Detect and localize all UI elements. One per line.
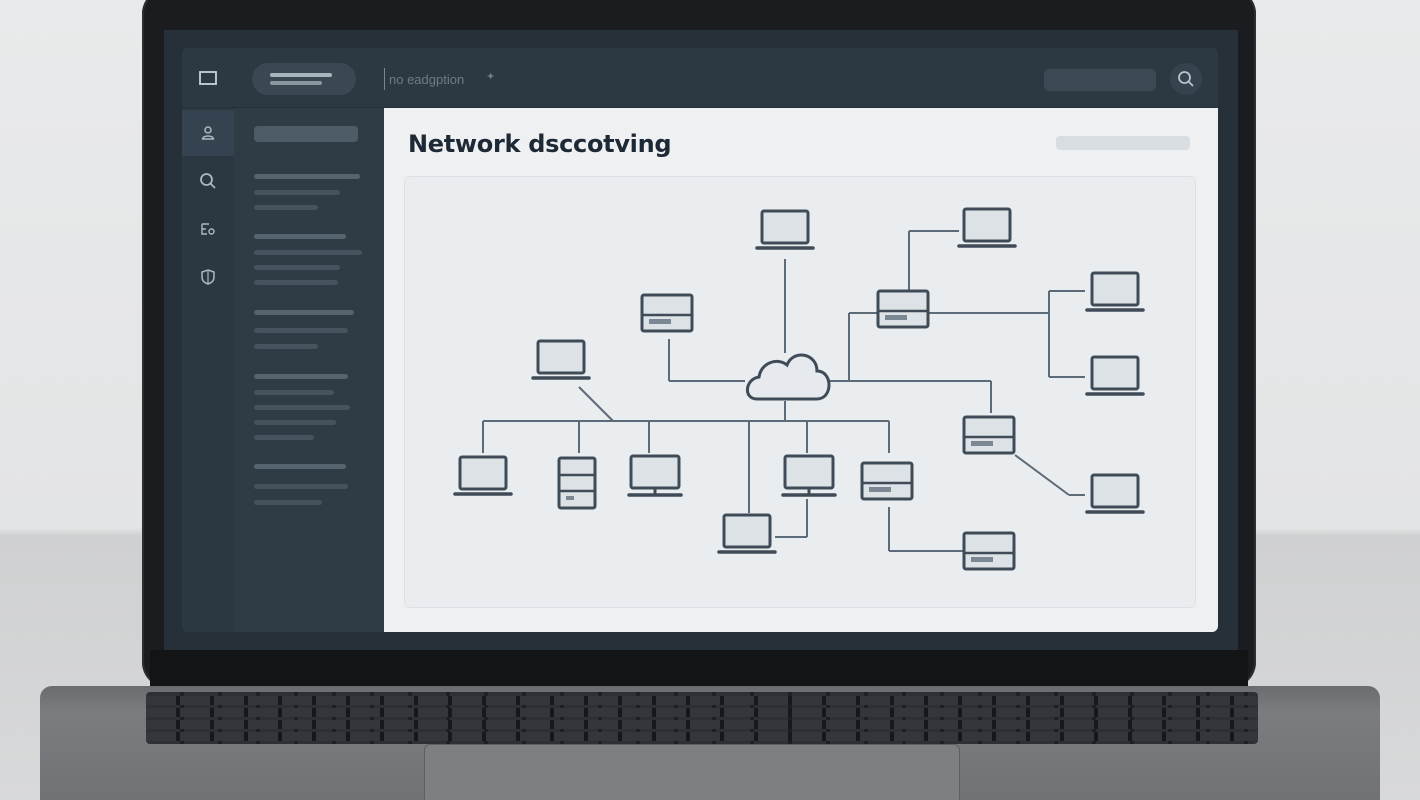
network-links bbox=[482, 230, 1085, 552]
screen-bezel bbox=[150, 650, 1248, 686]
device-laptop[interactable] bbox=[755, 209, 815, 250]
device-laptop[interactable] bbox=[1085, 355, 1145, 396]
cloud-hub[interactable] bbox=[746, 353, 831, 401]
sidebar-item[interactable] bbox=[254, 310, 354, 315]
device-switch[interactable] bbox=[876, 289, 930, 329]
device-laptop[interactable] bbox=[717, 513, 777, 554]
device-laptop[interactable] bbox=[957, 207, 1017, 248]
device-switch[interactable] bbox=[962, 415, 1016, 455]
device-laptop[interactable] bbox=[1085, 473, 1145, 514]
sidebar bbox=[234, 108, 384, 632]
sidebar-header-placeholder[interactable] bbox=[254, 126, 358, 142]
sidebar-item[interactable] bbox=[254, 464, 346, 469]
network-diagram bbox=[453, 207, 1145, 571]
sidebar-item[interactable] bbox=[254, 174, 360, 179]
device-switch[interactable] bbox=[962, 531, 1016, 571]
device-monitor[interactable] bbox=[627, 454, 683, 497]
user-icon bbox=[201, 126, 215, 140]
device-laptop[interactable] bbox=[531, 339, 591, 380]
search-icon bbox=[200, 173, 216, 189]
rail-item-user[interactable] bbox=[182, 110, 234, 156]
sidebar-item[interactable] bbox=[254, 234, 346, 239]
app-window: ✦ bbox=[182, 48, 1218, 632]
rail-item-search[interactable] bbox=[182, 158, 234, 204]
main-panel: Network dsccotving bbox=[384, 108, 1218, 632]
device-server[interactable] bbox=[557, 456, 597, 510]
rail-item-filter[interactable] bbox=[182, 206, 234, 252]
top-bar: ✦ bbox=[182, 48, 1218, 108]
trackpad bbox=[424, 744, 960, 800]
device-laptop[interactable] bbox=[453, 455, 513, 496]
device-laptop[interactable] bbox=[1085, 271, 1145, 312]
keyboard bbox=[146, 692, 1258, 744]
header-action-placeholder[interactable] bbox=[1056, 136, 1190, 150]
filter-icon bbox=[201, 223, 215, 235]
sidebar-item[interactable] bbox=[254, 374, 348, 379]
window-icon[interactable] bbox=[198, 68, 218, 88]
rail-item-shield[interactable] bbox=[182, 254, 234, 300]
device-switch[interactable] bbox=[640, 293, 694, 333]
network-diagram-canvas[interactable] bbox=[404, 176, 1196, 608]
search-button[interactable] bbox=[1170, 63, 1202, 95]
device-monitor[interactable] bbox=[781, 454, 837, 497]
device-switch[interactable] bbox=[860, 461, 914, 501]
sparkle-icon: ✦ bbox=[486, 71, 496, 83]
page-title: Network dsccotving bbox=[408, 130, 672, 158]
shield-icon bbox=[201, 269, 215, 285]
nav-pill[interactable] bbox=[252, 63, 356, 95]
search-input[interactable] bbox=[384, 68, 684, 90]
top-action-button[interactable] bbox=[1044, 69, 1156, 91]
search-icon bbox=[1178, 71, 1194, 87]
icon-rail bbox=[182, 108, 234, 632]
